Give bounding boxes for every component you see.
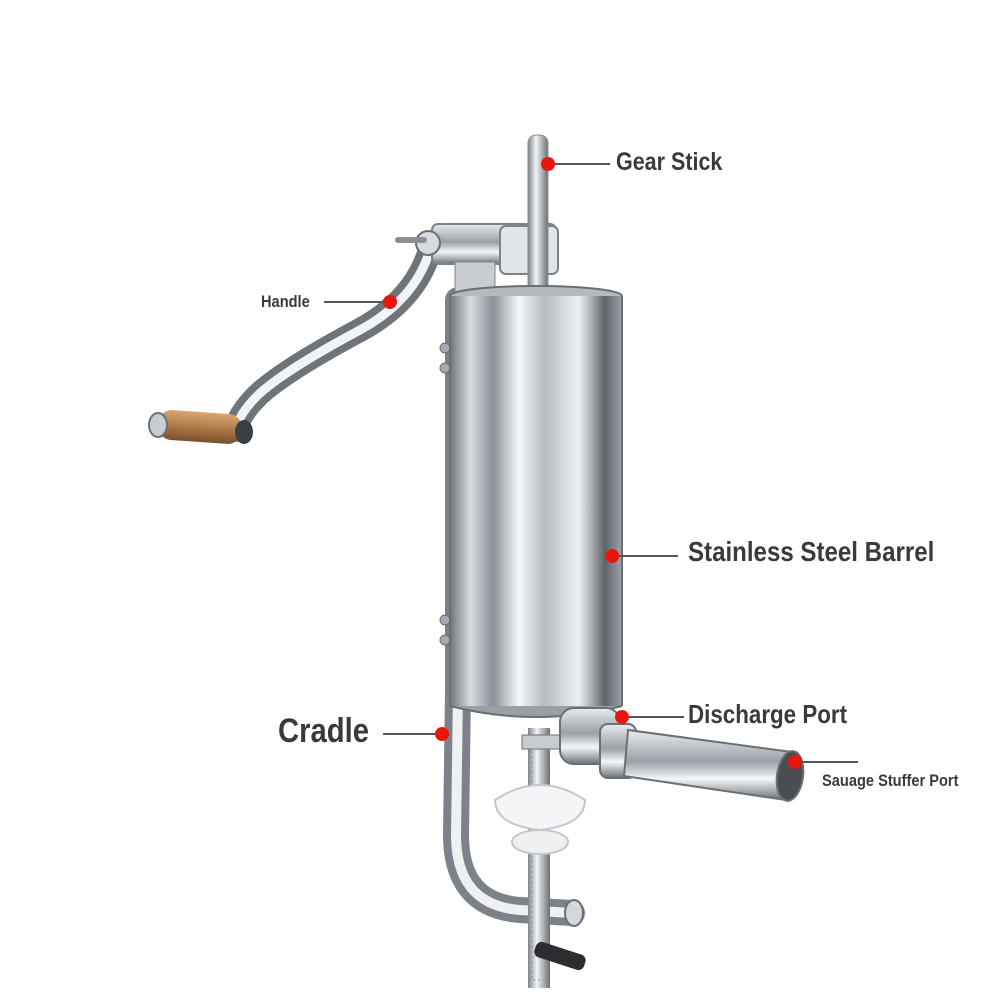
- discharge-assembly: [559, 707, 805, 802]
- label-discharge-port: Discharge Port: [688, 699, 848, 729]
- label-gear-stick: Gear Stick: [616, 148, 723, 176]
- steel-barrel: [449, 285, 623, 718]
- marker-cradle: [435, 727, 449, 741]
- marker-dots: [383, 157, 802, 769]
- cradle-stand: [439, 287, 585, 927]
- marker-barrel: [605, 549, 619, 563]
- crank-handle: [148, 238, 442, 444]
- marker-handle: [383, 295, 397, 309]
- label-sausage-stuffer-port: Sauage Stuffer Port: [822, 771, 959, 790]
- label-cradle: Cradle: [278, 712, 370, 750]
- clamp-screw: [493, 728, 587, 988]
- label-handle: Handle: [261, 292, 310, 311]
- label-stainless-steel-barrel: Stainless Steel Barrel: [688, 536, 935, 567]
- marker-sausage-port: [788, 755, 802, 769]
- leader-lines: [324, 163, 858, 763]
- marker-discharge: [615, 710, 629, 724]
- marker-gear-stick: [541, 157, 555, 171]
